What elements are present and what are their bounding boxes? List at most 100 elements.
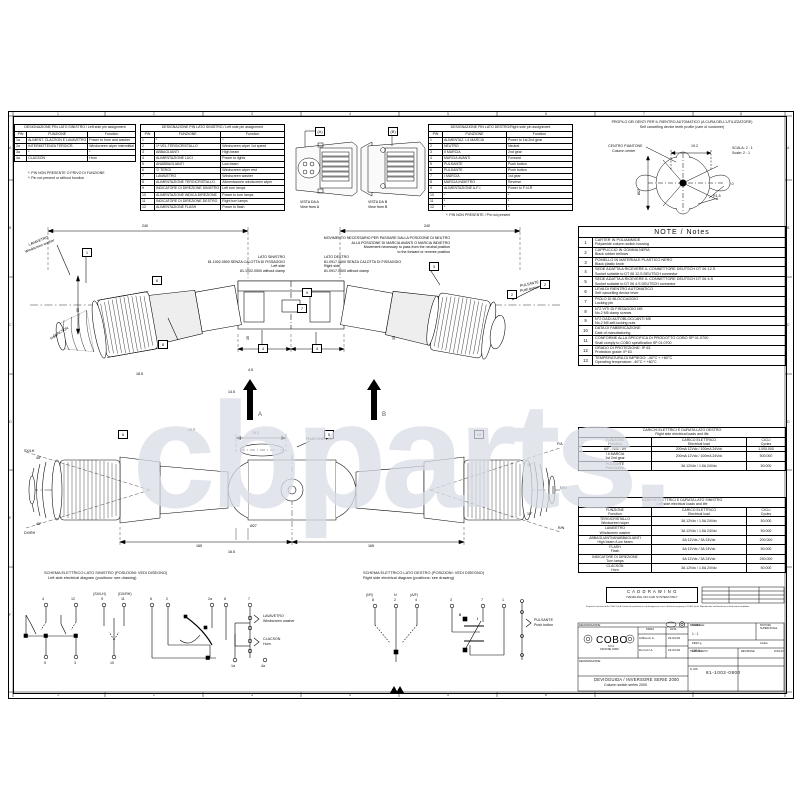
schem-left-note-sx: (SX/LH) xyxy=(93,592,106,596)
col-funzione: FUNZIONE xyxy=(153,130,222,138)
schem-horn-label-it: CLACSON xyxy=(263,637,281,641)
note-it: POMELLO IN MATERIALE PLASTICO NERO xyxy=(595,257,673,262)
pin-table-left: DESIGNAZIONE PIN LATO SINISTRO / Left si… xyxy=(140,124,285,211)
dim-19-2-a: 19.2 xyxy=(188,428,195,432)
col-function: Function xyxy=(220,130,285,138)
svg-text:COBO: COBO xyxy=(596,635,628,646)
loads-col-cicli-it: CICLI xyxy=(761,437,771,442)
col-funzione: FUNZIONE xyxy=(26,130,89,138)
field-codice-label: Codice xyxy=(760,642,768,645)
profile-title-en: Self cancelling device teeth profile (ca… xyxy=(639,124,725,129)
cell-function: Windscreen wiper rest xyxy=(220,167,285,175)
schem-left-pin-2a: 2a xyxy=(208,597,212,601)
cell-function: Power to 1st,2nd gear xyxy=(506,136,573,144)
dim-16-5: 16.5 xyxy=(228,550,235,554)
loads-fn-en: High beam /Low beam xyxy=(597,540,633,545)
label-f-a: F/A xyxy=(557,442,563,446)
loads-fn-it: I II MARCIA xyxy=(605,452,625,457)
cell-funzione: ALIMENTAZIONE INDICA.DIREZIONE xyxy=(153,191,222,199)
cell-function: Power to turn lamps xyxy=(220,191,285,199)
col-function: Function xyxy=(506,130,573,138)
angle-15-bottom: 15° xyxy=(527,512,533,516)
note-it: SEDE ADATTA A RICEVERE IL CONNETTORE DEU… xyxy=(595,267,716,272)
balloon-6b: 6 xyxy=(118,430,128,439)
schem-left-pin-6: 6 xyxy=(150,597,152,601)
note-it: SEDE ADATTA A RICEVERE IL CONNETTORE DEU… xyxy=(595,277,714,282)
loads-fn-en: Windscreen washer xyxy=(599,530,631,535)
note-it: N°2 DADI AUTOBLOCCANTI M5 xyxy=(595,316,651,321)
schem-right-pin-3: 3 xyxy=(450,598,452,602)
note-en: Date of manufacturing xyxy=(595,330,631,335)
field-peso-value: 160.0 xyxy=(692,649,700,653)
schem-right-note-n: N xyxy=(394,593,397,597)
note-en: Operating temperature: -40°C + +80°C xyxy=(595,360,657,365)
field-date2: 23-03-09 xyxy=(668,648,681,652)
note-it: LEVA DI RIENTRO AUTOMATICO xyxy=(595,287,654,292)
note-it: TEMPERATURA DI IMPIEGO: -40°C + +80°C xyxy=(595,355,673,360)
balloon-3: 3 xyxy=(429,262,439,271)
ruler-left-f: F xyxy=(9,613,12,617)
profile-graphics xyxy=(635,146,731,215)
note-en: No.2 M5 self-locking nuts xyxy=(595,320,636,325)
schem-left-note-dx: (DX/RH) xyxy=(118,592,132,596)
ruler-left-a: A xyxy=(9,146,12,150)
note-en: Self cancelling device lever xyxy=(595,291,639,296)
loads-fn-it: TERGICRISTALLO xyxy=(600,517,630,521)
note-it: CAPPUCCIO IN GOMMA NERA xyxy=(595,247,650,252)
loads-fn-en: Turn lamps xyxy=(606,558,624,563)
profile-title-it: PROFILO DEI DENTI PER IL RIENTRO AUTOMAT… xyxy=(611,120,753,124)
view-a-label-en: View from A xyxy=(300,205,320,209)
cad-drawing-box: C A D D R A W I N G HANDLING ON CAD SYST… xyxy=(606,587,698,603)
note-en: Socket suitable to DT 06 12.S DEUTSCH co… xyxy=(595,271,678,276)
table-row: 12** xyxy=(428,203,573,211)
note-it: PIOLO DI BLOCCAGGIO xyxy=(595,296,639,301)
ruler-bottom-6: 6 xyxy=(545,693,547,697)
loads-fn-en: 1st 2nd gear xyxy=(605,456,625,461)
ruler-top-7: 7 xyxy=(643,112,645,116)
left-side-label-it: LATO SINISTRO xyxy=(257,255,285,259)
dim-240-right: 240 xyxy=(424,224,430,228)
field-ndis-value: 81-1002-0800 xyxy=(706,670,741,675)
cell-function: Alimentazione windscreen wiper xyxy=(220,179,285,187)
schem-washer-label-en: Windscreen washer xyxy=(263,618,295,623)
schem-left-pin-4: 4 xyxy=(42,597,44,601)
schem-right-pin-1: 1 xyxy=(502,598,504,602)
schematic-right-title-it: SCHEMA ELETTRICO LATO DESTRO (POSIZIONI:… xyxy=(363,570,485,575)
label-dx-rh: DX/RH xyxy=(24,531,36,535)
left-side-partno-en: 81.1002.0500 without clamp xyxy=(240,268,285,273)
field-scala-value: 1 : 1 xyxy=(692,632,699,636)
loads-col-funzione-it: FUNZIONE xyxy=(606,437,624,442)
cell-funzione: INTERMITTENZA TERGICR. xyxy=(26,142,89,150)
loads-col-funzione-en: Function xyxy=(608,441,622,446)
loads-col-cicli-en: Cycles xyxy=(760,511,772,516)
legal-note: Proprieta' esclusiva della COBO S.p.A. D… xyxy=(586,606,750,608)
note-en: Locking pin xyxy=(595,301,614,306)
balloon-8: 8 xyxy=(158,340,168,349)
pin-table-left-small-footnote-en: *: Pin not present or without function xyxy=(28,176,85,180)
drawing-frame-outer xyxy=(8,111,794,699)
field-peso-label: PESO g. xyxy=(692,642,703,645)
ruler-bottom-5: 5 xyxy=(447,693,449,697)
note-en: Black plastic knob xyxy=(595,262,624,267)
balloon-9: 9 xyxy=(302,288,312,297)
cell-function: Windscreen wiper intermittial xyxy=(87,142,136,150)
note-it: GRADO DI PROTEZIONE: IP 63 xyxy=(595,345,651,350)
dim-165-right: 165 xyxy=(368,544,374,548)
cell-function: Windscreen washer xyxy=(220,173,285,181)
schem-right-pin-2: 2 xyxy=(394,598,396,602)
angle-15-top: 15° xyxy=(527,463,533,467)
loads-right-caption-it: CARICHI ELETTRICI E DURATA LATO DESTRO xyxy=(642,428,722,432)
note-en: Polyamide column switch housing xyxy=(595,242,649,247)
schem-right-mark-i: I xyxy=(477,617,478,621)
field-date1: 23-03-09 xyxy=(668,636,681,640)
pin-table-right: DESIGNAZIONE PIN LATO DESTRO/Right side … xyxy=(428,124,573,211)
